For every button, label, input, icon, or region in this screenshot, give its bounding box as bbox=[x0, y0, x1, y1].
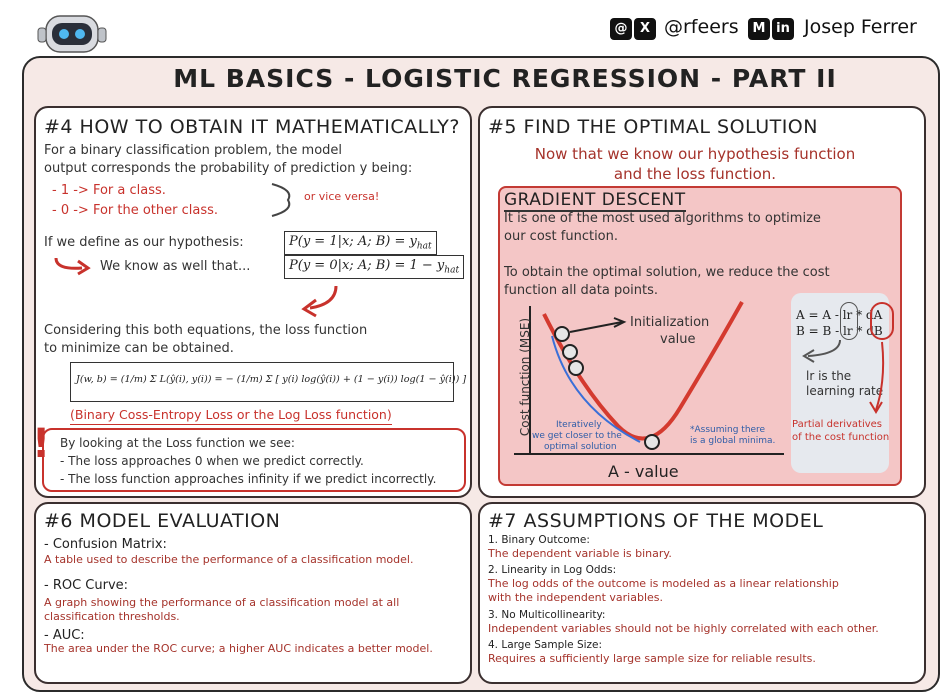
down-arrow-icon bbox=[301, 285, 338, 318]
descent-path bbox=[551, 335, 641, 443]
gd-title: GRADIENT DESCENT bbox=[504, 190, 686, 212]
gd-line-2: our cost function. bbox=[504, 229, 619, 244]
warn-line-2: - The loss approaches 0 when we predict … bbox=[60, 454, 364, 468]
s7-a1-desc: The dependent variable is binary. bbox=[488, 547, 672, 560]
s7-a2-desc-2: with the independent variables. bbox=[488, 591, 664, 604]
s7-a3-desc: Independent variables should not be high… bbox=[488, 622, 879, 635]
social-icons: @X bbox=[610, 17, 658, 40]
s6-item-3-title: - AUC: bbox=[44, 628, 85, 643]
s6-item-1-desc: A table used to describe the performance… bbox=[44, 553, 414, 566]
eq-hypothesis-1: P(y = 1|x; A; B) = yhat bbox=[284, 231, 437, 255]
threads-icon[interactable]: @ bbox=[610, 18, 632, 40]
eq1-text: P(y = 1|x; A; B) = y bbox=[289, 234, 417, 249]
s4-consider-2: to minimize can be obtained. bbox=[44, 341, 234, 356]
step-point-2 bbox=[562, 344, 578, 360]
warn-line-3: - The loss function approaches infinity … bbox=[60, 472, 437, 486]
lr-arrow-icon bbox=[802, 339, 841, 363]
update-a: A = A - lr * dA bbox=[796, 308, 883, 322]
s4-vice-versa: or vice versa! bbox=[304, 190, 380, 203]
s7-a3-title: 3. No Multicollinearity: bbox=[488, 609, 606, 621]
exclamation-icon: ! bbox=[32, 421, 51, 467]
min-point bbox=[644, 434, 660, 450]
medium-icon[interactable]: M bbox=[748, 18, 770, 40]
init-pointer-arrow bbox=[569, 321, 623, 333]
assume-label-2: is a global minima. bbox=[690, 436, 776, 446]
brace-arrow-icon bbox=[271, 183, 291, 217]
gd-line-4: function all data points. bbox=[504, 283, 659, 298]
s7-a2-title: 2. Linearity in Log Odds: bbox=[488, 564, 617, 576]
section-7-panel bbox=[478, 502, 926, 684]
eq2-text: P(y = 0|x; A; B) = 1 − y bbox=[289, 258, 445, 273]
partial-label-2: of the cost function bbox=[792, 432, 890, 443]
step-point-3 bbox=[568, 360, 584, 376]
lr-label-2: learning rate bbox=[806, 384, 884, 398]
section-5-title: #5 FIND THE OPTIMAL SOLUTION bbox=[488, 116, 818, 138]
s6-item-1-title: - Confusion Matrix: bbox=[44, 537, 167, 552]
lr-label-1: lr is the bbox=[806, 369, 852, 383]
handle-text: @rfeers bbox=[664, 16, 739, 38]
eq2-sub: hat bbox=[444, 265, 460, 276]
x-axis-label: A - value bbox=[608, 462, 679, 481]
section-4-title: #4 HOW TO OBTAIN IT MATHEMATICALLY? bbox=[44, 116, 460, 138]
derivative-circle bbox=[870, 302, 894, 340]
warn-line-1: By looking at the Loss function we see: bbox=[60, 436, 295, 450]
page-title: ML BASICS - LOGISTIC REGRESSION - PART I… bbox=[173, 64, 837, 93]
step-point-1 bbox=[554, 326, 570, 342]
linkedin-icon[interactable]: in bbox=[772, 18, 794, 40]
iter-label-2: we get closer to the bbox=[532, 431, 622, 441]
section-6-title: #6 MODEL EVALUATION bbox=[44, 510, 281, 532]
s4-intro-1: For a binary classification problem, the… bbox=[44, 143, 343, 158]
gd-line-1: It is one of the most used algorithms to… bbox=[504, 211, 821, 226]
loss-caption: (Binary Coss-Entropy Loss or the Log Los… bbox=[70, 406, 392, 425]
partial-label-1: Partial derivatives bbox=[792, 419, 883, 430]
init-label-2: value bbox=[660, 332, 696, 347]
s4-consider-1: Considering this both equations, the los… bbox=[44, 323, 368, 338]
init-label-1: Initialization bbox=[630, 315, 710, 330]
s6-item-2-title: - ROC Curve: bbox=[44, 578, 129, 593]
s6-item-2-desc-2: classification thresholds. bbox=[44, 610, 180, 623]
s5-subtitle-2: and the loss function. bbox=[613, 165, 777, 183]
lr-circle bbox=[840, 302, 858, 340]
eq1-sub: hat bbox=[416, 241, 432, 252]
s6-item-2-desc-1: A graph showing the performance of a cla… bbox=[44, 596, 400, 609]
y-axis-label: Cost function (MSE) bbox=[518, 317, 532, 437]
s7-a1-title: 1. Binary Outcome: bbox=[488, 534, 590, 546]
author-name: Josep Ferrer bbox=[804, 16, 917, 38]
assume-label-1: *Assuming there bbox=[690, 425, 766, 435]
loss-formula: J(w, b) = (1/m) Σ L(ŷ(i), y(i)) = − (1/m… bbox=[76, 374, 467, 385]
s7-a4-title: 4. Large Sample Size: bbox=[488, 639, 603, 651]
right-arrow-icon bbox=[54, 257, 91, 276]
s4-item-2: - 0 -> For the other class. bbox=[52, 203, 219, 218]
x-icon[interactable]: X bbox=[634, 18, 656, 40]
s4-know-label: We know as well that... bbox=[100, 259, 251, 274]
section-6-panel bbox=[34, 502, 472, 684]
s7-a4-desc: Requires a sufficiently large sample siz… bbox=[488, 652, 816, 665]
iter-label-3: optimal solution bbox=[544, 442, 617, 452]
s7-a2-desc-1: The log odds of the outcome is modeled a… bbox=[488, 577, 839, 590]
eq-hypothesis-2: P(y = 0|x; A; B) = 1 − yhat bbox=[284, 255, 465, 279]
gd-line-3: To obtain the optimal solution, we reduc… bbox=[504, 265, 830, 280]
warning-box bbox=[42, 428, 466, 492]
section-7-title: #7 ASSUMPTIONS OF THE MODEL bbox=[488, 510, 824, 532]
s4-intro-2: output corresponds the probability of pr… bbox=[44, 161, 413, 176]
gradient-descent-plot bbox=[514, 301, 784, 455]
loss-formula-box bbox=[70, 362, 454, 402]
partial-arrow-icon bbox=[869, 341, 885, 414]
s4-hypothesis-label: If we define as our hypothesis: bbox=[44, 235, 244, 250]
update-b: B = B - lr * dB bbox=[796, 324, 883, 338]
s6-item-3-desc: The area under the ROC curve; a higher A… bbox=[44, 642, 433, 655]
s4-item-1: - 1 -> For a class. bbox=[52, 183, 166, 198]
s5-subtitle-1: Now that we know our hypothesis function bbox=[534, 145, 856, 163]
iter-label-1: Iteratively bbox=[556, 420, 602, 430]
